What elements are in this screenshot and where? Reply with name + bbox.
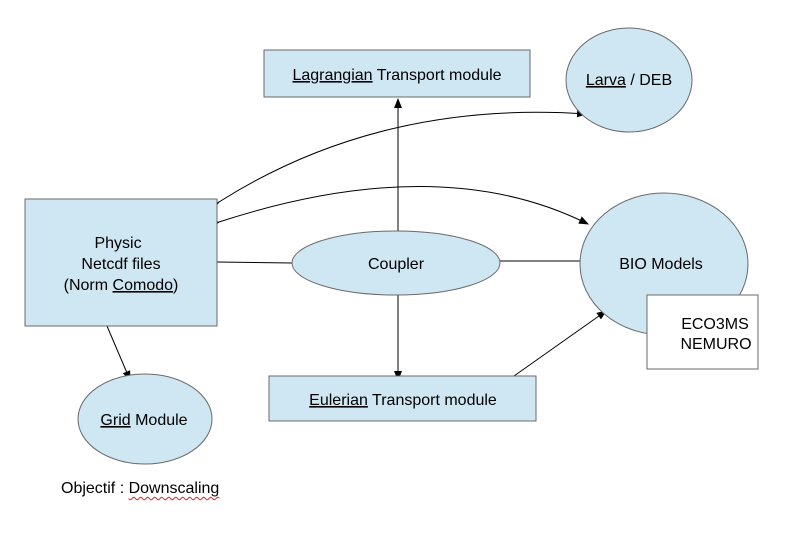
grid-rest: Module (131, 412, 188, 429)
physic-netcdf-node: Physic Netcdf files (Norm Comodo) (24, 198, 218, 327)
edge-eulerian-bio (513, 310, 607, 377)
caption-word: Downscaling (128, 480, 220, 497)
svg-text:Larva / DEB: Larva / DEB (586, 72, 672, 89)
lagrangian-transport-node: Lagrangian Transport module (263, 49, 531, 98)
edge-physic-bio (209, 186, 589, 229)
eco3ms-nemuro-node: ECO3MS NEMURO (646, 294, 759, 370)
physic-line2: Netcdf files (81, 256, 160, 273)
larva-deb-node: Larva / DEB (565, 27, 693, 133)
physic-line3-open: (Norm (64, 277, 113, 294)
eulerian-word: Eulerian (309, 392, 368, 409)
svg-text:Eulerian Transport module: Eulerian Transport module (309, 392, 497, 409)
svg-text:Grid Module: Grid Module (100, 412, 187, 429)
caption-prefix: Objectif : (61, 480, 129, 497)
edge-physic-grid (106, 325, 131, 381)
eco-line1: ECO3MS (681, 316, 749, 333)
bio-label: BIO Models (619, 256, 703, 273)
objective-caption: Objectif : Downscaling (61, 480, 219, 498)
lagrangian-word: Lagrangian (292, 67, 372, 84)
coupler-label: Coupler (368, 256, 425, 273)
physic-line3-word: Comodo (113, 277, 174, 294)
lagrangian-rest: Transport module (373, 67, 502, 84)
edges (106, 98, 607, 381)
svg-text:(Norm Comodo): (Norm Comodo) (64, 277, 179, 294)
edge-physic-coupler (216, 261, 293, 264)
larva-word: Larva (586, 72, 626, 89)
eco-line2: NEMURO (680, 336, 751, 353)
coupler-node: Coupler (291, 230, 501, 296)
eulerian-transport-node: Eulerian Transport module (268, 375, 537, 422)
physic-line3-close: ) (173, 277, 178, 294)
svg-text:Lagrangian Transport module: Lagrangian Transport module (292, 67, 501, 84)
grid-word: Grid (100, 412, 130, 429)
physic-line1: Physic (94, 235, 141, 252)
edge-physic-larva (209, 109, 587, 211)
eulerian-rest: Transport module (368, 392, 497, 409)
larva-rest: / DEB (626, 72, 672, 89)
grid-module-node: Grid Module (77, 373, 213, 465)
